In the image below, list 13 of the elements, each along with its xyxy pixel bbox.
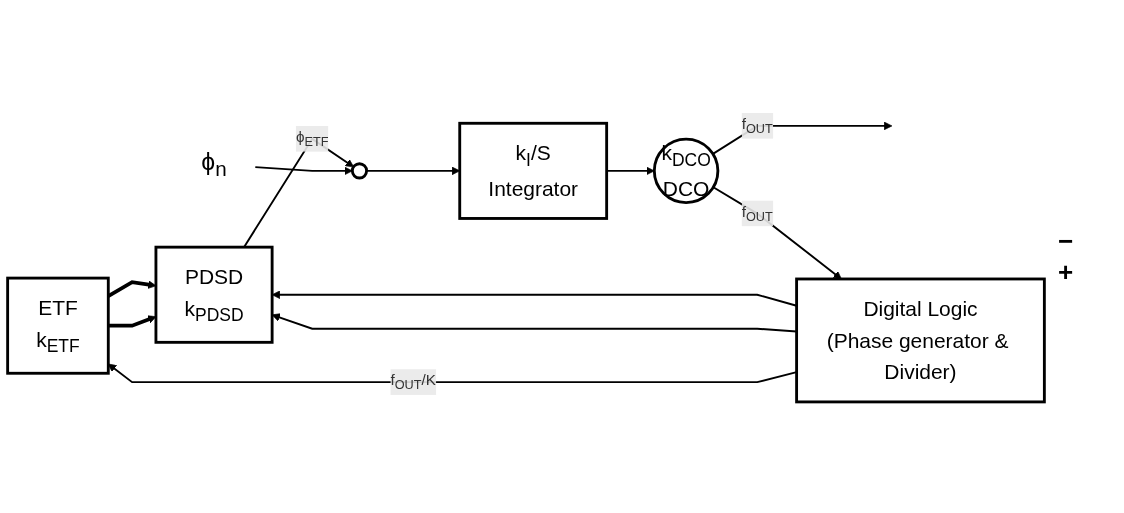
edge-label: f$_{OUT}$/K <box>390 371 436 392</box>
edge-label: f$_{OUT}$ <box>741 115 773 136</box>
node-box: PDSD k$_{PDSD}$ <box>154 245 274 344</box>
edge-label: ϕ$_{ETF}$ <box>295 128 329 149</box>
node-box: k$_{I}$/S Integrator <box>458 121 609 220</box>
sign-label: − <box>1058 225 1075 257</box>
node-text: ϕ$_{n}$ <box>201 147 227 181</box>
arrow <box>254 165 353 175</box>
sign-label: + <box>1058 256 1075 288</box>
node-box: ETF k$_{ETF}$ <box>6 276 110 375</box>
node-circle <box>350 162 369 180</box>
node-box: Digital Logic (Phase generator & Divider) <box>795 277 1046 404</box>
edge-label: f$_{OUT}$ <box>741 203 773 224</box>
